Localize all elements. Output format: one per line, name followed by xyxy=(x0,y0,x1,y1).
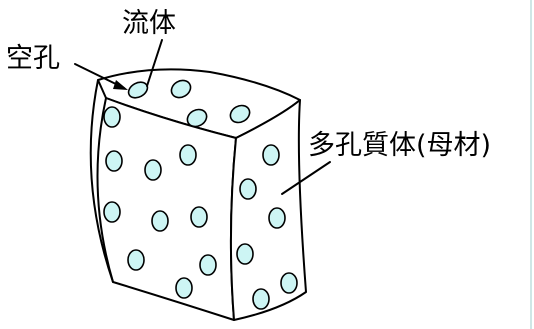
pore-3 xyxy=(186,108,208,128)
porous-block xyxy=(89,68,307,321)
porous-body-leader-line xyxy=(281,161,331,195)
pore-18 xyxy=(236,243,254,265)
pore-13 xyxy=(199,254,217,276)
pore-12 xyxy=(127,249,145,271)
pore-10 xyxy=(151,210,169,232)
pore-19 xyxy=(280,272,298,294)
pore-4 xyxy=(229,104,251,124)
fluid-leader-line xyxy=(146,39,163,87)
pore-5 xyxy=(103,106,121,128)
pore-16 xyxy=(239,178,257,200)
pore-2 xyxy=(170,79,192,99)
fluid-label: 流体 xyxy=(122,8,176,39)
pore-9 xyxy=(103,201,121,223)
pore-leader-arrowhead xyxy=(113,80,128,90)
porous-body-label: 多孔質体(母材) xyxy=(308,130,491,161)
pore-17 xyxy=(268,207,286,229)
pore-8 xyxy=(179,144,197,166)
left-edge xyxy=(89,79,114,283)
pore-20 xyxy=(252,288,270,310)
pore-11 xyxy=(190,206,208,228)
pore-6 xyxy=(105,150,123,172)
pore-group xyxy=(103,79,298,310)
side-face xyxy=(229,99,307,321)
pore-14 xyxy=(175,277,193,299)
pore-15 xyxy=(262,144,280,166)
pore-label: 空孔 xyxy=(6,43,60,74)
pore-7 xyxy=(144,159,162,181)
